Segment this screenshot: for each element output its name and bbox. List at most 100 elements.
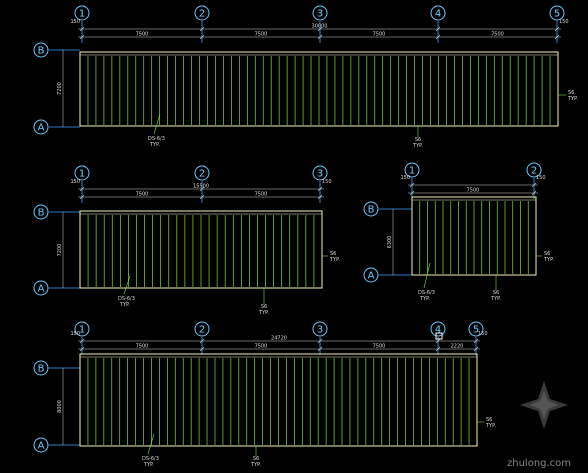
column-bubble[interactable]	[74, 5, 90, 21]
height-dimension-text: 7200	[57, 82, 63, 95]
gutter-note-typ: TYP.	[412, 143, 423, 149]
dimension-tick	[435, 338, 441, 344]
dimension-tick	[199, 338, 205, 344]
panel-type-note-typ: TYP.	[143, 462, 154, 468]
bay-dimension-text: 7500	[255, 32, 268, 38]
panel-ribs	[419, 201, 529, 274]
end-dimension-text: 150	[70, 331, 80, 337]
row-label: A	[38, 123, 45, 134]
dimension-tick	[79, 338, 85, 344]
row-bubble[interactable]	[33, 360, 49, 376]
end-dimension-text: 150	[70, 179, 80, 185]
row-bubble[interactable]	[363, 267, 379, 283]
column-bubble[interactable]	[74, 165, 90, 181]
row-bubble[interactable]	[33, 204, 49, 220]
dimension-tick	[435, 26, 441, 32]
dimension-tick	[199, 26, 205, 32]
dimension-tick	[199, 186, 205, 192]
dimension-tick	[317, 34, 323, 40]
dimension-tick	[199, 346, 205, 352]
dimension-tick	[554, 26, 560, 32]
row-bubble[interactable]	[33, 437, 49, 453]
dimension-tick	[531, 190, 537, 196]
row-label: B	[38, 46, 45, 57]
dimension-tick	[317, 26, 323, 32]
bay-dimension-text: 7500	[136, 192, 149, 198]
end-dimension-text: 150	[536, 175, 546, 181]
panel-type-note: DS-6/3	[142, 456, 159, 462]
bay-dimension-text: 2220	[451, 344, 464, 350]
column-bubble[interactable]	[549, 5, 565, 21]
row-label: A	[368, 271, 375, 282]
row-bubble[interactable]	[33, 280, 49, 296]
column-label: 1	[79, 9, 85, 20]
roof-panel-outline[interactable]	[79, 353, 478, 447]
dimension-tick	[199, 194, 205, 200]
column-label: 3	[317, 9, 323, 20]
row-bubble[interactable]	[33, 119, 49, 135]
roof-panel-outline[interactable]	[411, 196, 537, 276]
flashing-note: S6	[486, 417, 492, 423]
column-bubble[interactable]	[404, 162, 420, 178]
flashing-note-typ: TYP.	[485, 423, 496, 429]
column-bubble[interactable]	[312, 5, 328, 21]
dimension-tick	[473, 338, 479, 344]
panel-type-note: DS-6/3	[118, 296, 135, 302]
column-bubble[interactable]	[526, 162, 542, 178]
column-bubble[interactable]	[312, 165, 328, 181]
roof-panel-outline[interactable]	[79, 51, 559, 127]
dimension-tick	[531, 182, 537, 188]
flashing-note: S6	[330, 251, 336, 257]
dimension-tick	[79, 186, 85, 192]
dimension-tick	[409, 190, 415, 196]
flashing-note-typ: TYP.	[543, 257, 554, 263]
column-bubble[interactable]	[194, 165, 210, 181]
column-label: 2	[199, 169, 205, 180]
bay-dimension-text: 7500	[136, 32, 149, 38]
column-bubble[interactable]	[312, 321, 328, 337]
leader-line	[423, 262, 431, 289]
row-label: B	[368, 205, 375, 216]
gutter-note: S6	[261, 304, 267, 310]
gutter-note: S6	[253, 456, 259, 462]
panel-ribs	[87, 56, 551, 125]
end-dimension-text: 150	[400, 175, 410, 181]
end-dimension-text: 150	[322, 179, 332, 185]
height-dimension-text: 8000	[57, 400, 63, 413]
column-bubble[interactable]	[194, 5, 210, 21]
selection-grip-icon[interactable]	[435, 332, 443, 340]
end-dimension-text: 150	[559, 19, 569, 25]
gutter-note-typ: TYP.	[250, 462, 261, 468]
column-bubble[interactable]	[430, 321, 446, 337]
bay-dimension-text: 7500	[136, 344, 149, 350]
column-bubble[interactable]	[194, 321, 210, 337]
flashing-note: S6	[544, 251, 550, 257]
column-bubble[interactable]	[74, 321, 90, 337]
end-dimension-text: 150	[70, 19, 80, 25]
dimension-tick	[199, 34, 205, 40]
gutter-note: S6	[493, 290, 499, 296]
dimension-tick	[435, 346, 441, 352]
bay-dimension-text: 7500	[373, 344, 386, 350]
row-label: A	[38, 284, 45, 295]
total-dimension-text: 15500	[193, 184, 209, 190]
column-bubble[interactable]	[468, 321, 484, 337]
dimension-tick	[473, 346, 479, 352]
column-label: 4	[435, 325, 441, 336]
bay-dimension-text: 7500	[255, 344, 268, 350]
panel-ribs	[87, 358, 470, 445]
column-label: 3	[317, 169, 323, 180]
row-bubble[interactable]	[33, 42, 49, 58]
column-bubble[interactable]	[430, 5, 446, 21]
column-label: 2	[199, 9, 205, 20]
panel-type-note: DS-6/3	[148, 136, 165, 142]
bay-dimension-text: 7500	[373, 32, 386, 38]
roof-panel-outline[interactable]	[79, 210, 323, 289]
row-bubble[interactable]	[363, 201, 379, 217]
bay-dimension-text: 7500	[467, 188, 480, 194]
